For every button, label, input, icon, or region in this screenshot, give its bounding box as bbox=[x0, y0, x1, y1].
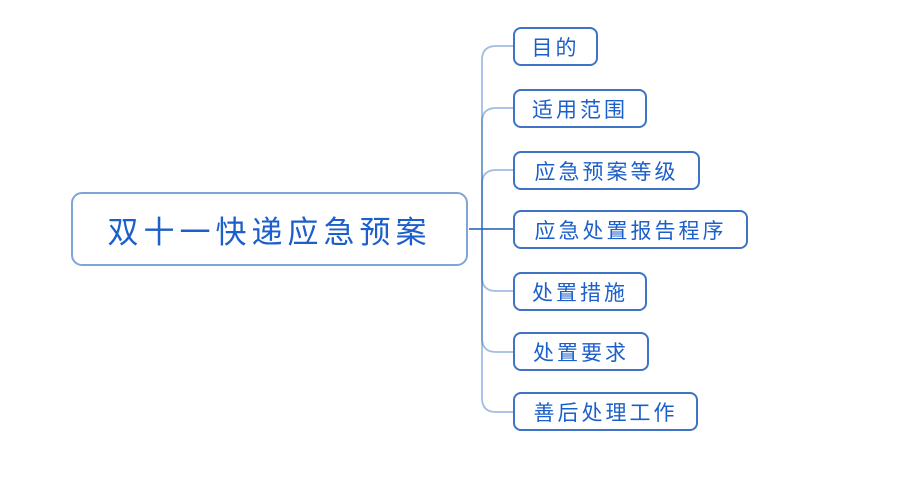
root-topic-node[interactable]: 双十一快递应急预案 bbox=[71, 192, 468, 266]
connector-branch-1 bbox=[481, 107, 514, 229]
connector-branch-4 bbox=[481, 229, 514, 292]
connector-branch-5 bbox=[481, 229, 514, 353]
branch-label: 处置要求 bbox=[533, 340, 629, 365]
branch-label: 处置措施 bbox=[532, 280, 628, 305]
branch-node-purpose[interactable]: 目的 bbox=[513, 27, 598, 66]
branch-node-handling-requirements[interactable]: 处置要求 bbox=[513, 332, 649, 371]
branch-label: 应急预案等级 bbox=[534, 159, 679, 184]
branch-node-report-procedure[interactable]: 应急处置报告程序 bbox=[513, 210, 748, 249]
root-topic-label: 双十一快递应急预案 bbox=[107, 214, 432, 250]
branch-label: 应急处置报告程序 bbox=[534, 218, 727, 243]
branch-label: 目的 bbox=[531, 35, 580, 60]
branch-node-scope[interactable]: 适用范围 bbox=[513, 89, 647, 128]
connector-branch-2 bbox=[481, 169, 514, 229]
branch-node-plan-levels[interactable]: 应急预案等级 bbox=[513, 151, 700, 190]
branch-node-handling-measures[interactable]: 处置措施 bbox=[513, 272, 647, 311]
branch-label: 适用范围 bbox=[532, 97, 628, 122]
branch-node-aftermath-work[interactable]: 善后处理工作 bbox=[513, 392, 698, 431]
branch-connectors bbox=[481, 45, 514, 413]
connector-branch-6 bbox=[481, 229, 514, 413]
branch-label: 善后处理工作 bbox=[533, 400, 678, 425]
connector-branch-0 bbox=[481, 45, 514, 229]
